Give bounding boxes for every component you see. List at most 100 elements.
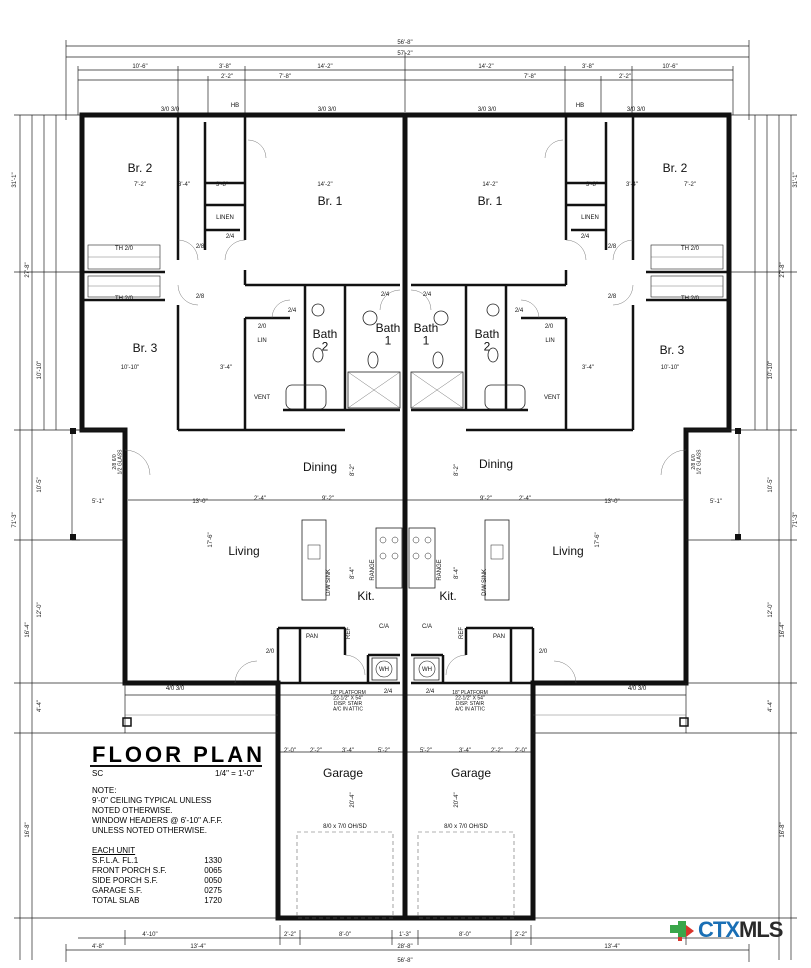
svg-text:5'-1": 5'-1"	[92, 499, 104, 505]
title-underline	[90, 765, 262, 767]
room-label: Br. 3	[660, 343, 685, 357]
svg-text:10'-10": 10'-10"	[768, 361, 774, 380]
svg-text:7'-8": 7'-8"	[524, 74, 536, 80]
svg-text:2/4: 2/4	[423, 292, 432, 298]
door-swings	[124, 139, 687, 684]
svg-text:SINK: SINK	[482, 569, 488, 583]
svg-text:5'-2": 5'-2"	[378, 748, 390, 754]
room-label: Br. 2	[663, 161, 688, 175]
svg-text:2'-2": 2'-2"	[619, 74, 631, 80]
svg-text:14'-2": 14'-2"	[482, 182, 497, 188]
svg-text:8'-0": 8'-0"	[459, 932, 471, 938]
room-label: Dining	[479, 457, 513, 471]
notes-block: NOTE: 9'-0" CEILING TYPICAL UNLESS NOTED…	[92, 786, 223, 836]
svg-text:8'-4": 8'-4"	[454, 567, 460, 579]
room-label: Garage	[451, 766, 491, 780]
svg-text:17'-6": 17'-6"	[208, 532, 214, 547]
svg-text:13'-0": 13'-0"	[604, 499, 619, 505]
svg-text:2/4: 2/4	[515, 308, 524, 314]
svg-text:27'-8": 27'-8"	[780, 262, 786, 277]
svg-text:LIN: LIN	[257, 338, 266, 344]
svg-text:3/0 3/0: 3/0 3/0	[478, 107, 497, 113]
svg-text:2/0: 2/0	[545, 324, 554, 330]
svg-text:2'-0": 2'-0"	[515, 748, 527, 754]
room-label: Dining	[303, 460, 337, 474]
svg-text:2'-2": 2'-2"	[491, 748, 503, 754]
svg-text:3'-8": 3'-8"	[219, 64, 231, 70]
svg-text:9'-2": 9'-2"	[322, 496, 334, 502]
svg-text:4/0 3/0: 4/0 3/0	[628, 686, 647, 692]
svg-text:13'-4": 13'-4"	[190, 944, 205, 950]
fixtures	[87, 244, 724, 919]
svg-text:56'-8": 56'-8"	[397, 958, 412, 964]
porches	[70, 428, 741, 734]
svg-text:D/W: D/W	[482, 584, 488, 596]
svg-text:2'-2": 2'-2"	[515, 932, 527, 938]
svg-text:10'-10": 10'-10"	[37, 361, 43, 380]
svg-text:HB: HB	[231, 103, 239, 109]
svg-text:2/8: 2/8	[196, 244, 205, 250]
svg-text:LINEN: LINEN	[216, 215, 234, 221]
svg-text:VENT: VENT	[254, 395, 270, 401]
svg-text:2'-2": 2'-2"	[284, 932, 296, 938]
svg-text:1'-3": 1'-3"	[399, 932, 411, 938]
room-label: Br. 1	[478, 194, 503, 208]
svg-text:10'-6": 10'-6"	[132, 64, 147, 70]
room-label: Br. 2	[128, 161, 153, 175]
walls	[79, 112, 732, 921]
svg-text:PAN: PAN	[306, 634, 318, 640]
svg-text:2/4: 2/4	[384, 689, 393, 695]
svg-text:14'-2": 14'-2"	[478, 64, 493, 70]
svg-text:VENT: VENT	[544, 395, 560, 401]
ctxmls-logo-icon	[670, 921, 694, 941]
svg-text:HB: HB	[576, 103, 584, 109]
svg-text:C/A: C/A	[422, 624, 432, 630]
notes-header: NOTE:	[92, 786, 117, 795]
svg-text:5'-2": 5'-2"	[420, 748, 432, 754]
porch-right-note: 2/8 6/01/2 GLASS	[691, 449, 703, 475]
svg-text:2/8: 2/8	[196, 294, 205, 300]
svg-text:2'-2": 2'-2"	[221, 74, 233, 80]
svg-text:3/0: 3/0	[242, 681, 251, 687]
svg-text:16'-8": 16'-8"	[25, 822, 31, 837]
fixture-labels: 3/0 3/0 3/0 3/0 HB 3/0 3/0 3/0 3/0 HB LI…	[115, 103, 700, 830]
svg-text:2/8: 2/8	[608, 294, 617, 300]
svg-text:12'-0": 12'-0"	[768, 602, 774, 617]
svg-text:4'-4": 4'-4"	[768, 700, 774, 712]
svg-text:4'-10": 4'-10"	[142, 932, 157, 938]
svg-text:TH 2/0: TH 2/0	[681, 296, 700, 302]
svg-text:4'-4": 4'-4"	[37, 700, 43, 712]
room-label: Living	[228, 544, 259, 558]
svg-text:4'-8": 4'-8"	[92, 944, 104, 950]
svg-text:2/0: 2/0	[539, 649, 548, 655]
svg-text:57'-2": 57'-2"	[397, 51, 412, 57]
svg-text:TH 2/0: TH 2/0	[115, 246, 134, 252]
svg-text:31'-1": 31'-1"	[793, 172, 799, 187]
svg-text:LINEN: LINEN	[581, 215, 599, 221]
svg-text:8'-0": 8'-0"	[339, 932, 351, 938]
svg-text:2/0: 2/0	[266, 649, 275, 655]
room-label: Living	[552, 544, 583, 558]
dimension-texts: 56'-8" 57'-2" 10'-6" 3'-8" 14'-2" 2'-2" …	[12, 40, 799, 964]
svg-text:16'-4": 16'-4"	[25, 622, 31, 637]
svg-text:56'-8": 56'-8"	[397, 40, 412, 46]
svg-text:3/0 3/0: 3/0 3/0	[318, 107, 337, 113]
svg-text:16'-4": 16'-4"	[780, 622, 786, 637]
svg-text:3'-4": 3'-4"	[178, 182, 190, 188]
unit-row: FRONT PORCH S.F.0065	[92, 866, 222, 875]
room-label: Kit.	[439, 589, 456, 603]
room-label: Garage	[323, 766, 363, 780]
svg-text:4/0 3/0: 4/0 3/0	[166, 686, 185, 692]
svg-text:14'-2": 14'-2"	[317, 64, 332, 70]
svg-text:2'-2": 2'-2"	[310, 748, 322, 754]
